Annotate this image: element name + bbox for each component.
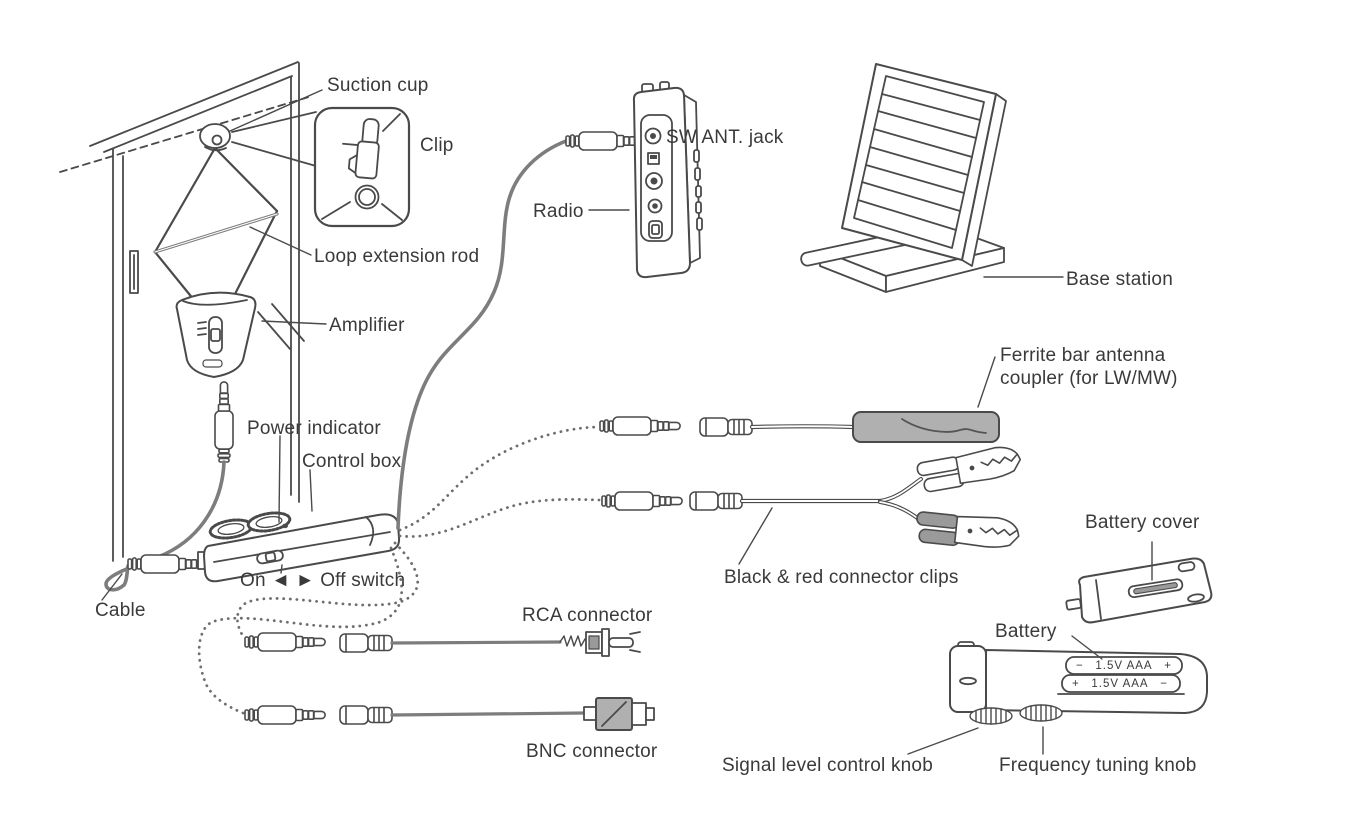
on-off-switch-label: On ◄ ► Off switch	[240, 570, 406, 591]
rca-strain-relief	[559, 635, 586, 647]
rca-side-plug	[244, 632, 327, 652]
suction-cup-label: Suction cup	[327, 75, 429, 96]
ferrite-coupler-row	[599, 411, 1000, 443]
power-indicator-led	[282, 523, 288, 529]
battery-cell-text-bottom: + 1.5V AAA −	[1064, 676, 1176, 692]
red-clip	[915, 442, 1024, 495]
window-frame-drawing	[59, 61, 313, 562]
ferrite-bar	[852, 411, 1000, 443]
connector-clips-row	[601, 442, 1024, 553]
bnc-connector-label: BNC connector	[526, 741, 658, 762]
battery-aaa-bottom	[1061, 674, 1181, 693]
on-off-switch	[256, 549, 284, 565]
base-station-label: Base station	[1066, 269, 1173, 290]
battery-cover-label: Battery cover	[1085, 512, 1200, 533]
radio-label: Radio	[533, 201, 584, 222]
control-box-input-plug	[127, 554, 210, 574]
leader-lines	[101, 89, 1153, 755]
battery-cell-text-top: − 1.5V AAA +	[1068, 658, 1180, 674]
ferrite-coupler-label: Ferrite bar antenna coupler (for LW/MW)	[1000, 344, 1178, 390]
radio-usb-port	[648, 220, 663, 239]
control-box-drawing	[197, 508, 401, 583]
loop-extension-rod-label: Loop extension rod	[314, 246, 480, 267]
control-box-knob	[207, 515, 255, 543]
black-clip	[913, 508, 1022, 553]
dotted-cable-to-clips	[398, 497, 601, 538]
window-handle	[129, 250, 139, 294]
amplifier-drawing	[175, 291, 257, 378]
battery-top-pos-terminal: +	[1164, 660, 1172, 672]
ferrite-plug	[599, 416, 681, 436]
amplifier-plug	[214, 380, 234, 463]
rca-row	[244, 628, 641, 657]
base-station-drawing	[800, 63, 1007, 293]
clip-label: Clip	[420, 135, 454, 156]
battery-bottom-pos-terminal: +	[1072, 678, 1080, 690]
frequency-tuning-knob-label: Frequency tuning knob	[999, 755, 1197, 776]
battery-cover-drawing	[1065, 557, 1213, 624]
cable-label: Cable	[95, 600, 146, 621]
power-indicator-label: Power indicator	[247, 418, 381, 439]
sw-ant-jack-label: SW ANT. jack	[666, 127, 784, 148]
control-box-label: Control box	[302, 451, 402, 472]
frequency-tuning-knob	[1019, 704, 1063, 722]
glass-reflection-line	[257, 311, 291, 350]
loop-antenna-drawing	[153, 146, 279, 302]
battery-top-label: 1.5V AAA	[1095, 660, 1153, 672]
clips-plug	[601, 491, 683, 511]
battery-compartment-drawing	[949, 641, 1208, 725]
bnc-female-jack	[339, 705, 393, 725]
amplifier-cable	[104, 460, 226, 592]
connector-clips-label: Black & red connector clips	[724, 567, 959, 588]
bnc-side-plug	[244, 705, 327, 725]
clips-female-jack	[689, 491, 743, 511]
rca-female-jack	[339, 633, 393, 653]
battery-top-neg-terminal: −	[1076, 660, 1084, 672]
battery-aaa-top	[1065, 656, 1183, 675]
control-box-knob	[245, 508, 293, 536]
ferrite-coupler-label-line2: coupler (for LW/MW)	[1000, 368, 1178, 389]
dotted-cable-to-ferrite	[398, 425, 599, 532]
amplifier-label: Amplifier	[329, 315, 405, 336]
battery-bottom-label: 1.5V AAA	[1091, 678, 1149, 690]
battery-bottom-neg-terminal: −	[1160, 678, 1168, 690]
radio-drawing	[632, 81, 703, 279]
signal-level-control-knob	[969, 707, 1013, 725]
ferrite-female-jack	[699, 417, 753, 437]
dotted-cables	[197, 425, 601, 715]
suction-cup-drawing	[199, 123, 231, 152]
rca-connector-label: RCA connector	[522, 605, 653, 626]
bnc-row	[244, 697, 655, 731]
curtain-rail-dashed-line	[59, 95, 313, 173]
clip-callout	[231, 106, 411, 228]
clip-drawing	[342, 118, 380, 180]
amplifier-band-switch	[208, 316, 223, 354]
signal-level-knob-label: Signal level control knob	[722, 755, 933, 776]
ferrite-coupler-label-line1: Ferrite bar antenna	[1000, 345, 1166, 366]
radio-cable	[396, 139, 568, 530]
radio-switch	[647, 152, 660, 165]
battery-label: Battery	[995, 621, 1057, 642]
